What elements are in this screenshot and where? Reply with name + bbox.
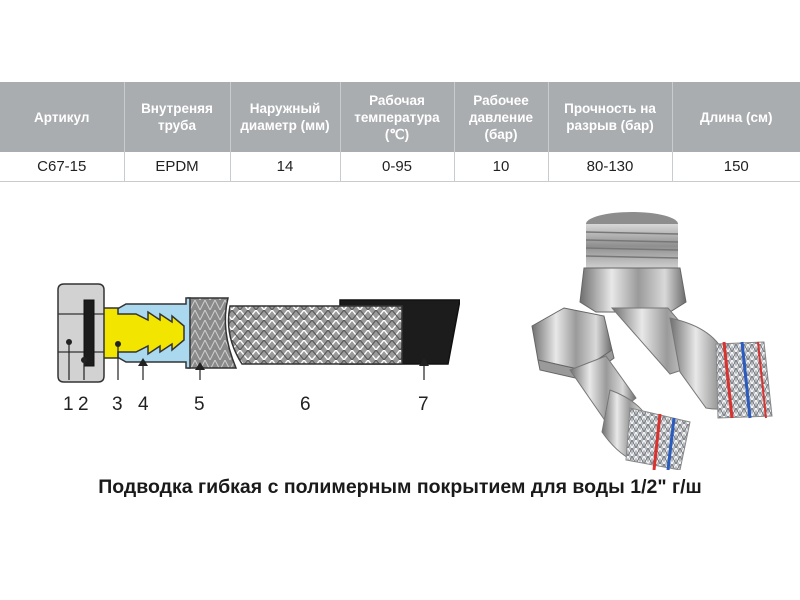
cell-inner-tube: EPDM bbox=[123, 152, 230, 182]
hose-structure-diagram: 1 2 3 4 5 6 7 bbox=[57, 283, 460, 415]
header-inner-tube: Внутреняя труба bbox=[123, 82, 230, 152]
product-photo bbox=[531, 212, 773, 470]
cell-outer-diameter: 14 bbox=[229, 152, 340, 182]
yellow-nipple bbox=[101, 307, 185, 359]
product-caption: Подводка гибкая с полимерным покрытием д… bbox=[98, 476, 702, 498]
cell-length: 150 bbox=[671, 152, 800, 182]
header-working-temperature: Рабочая температура (℃) bbox=[339, 82, 454, 152]
header-burst-strength: Прочность на разрыв (бар) bbox=[547, 82, 672, 152]
callout-2: 2 bbox=[78, 394, 89, 415]
callout-3: 3 bbox=[112, 394, 123, 415]
braided-sheath bbox=[227, 305, 403, 365]
cell-burst-strength: 80-130 bbox=[547, 152, 672, 182]
callout-leaders bbox=[68, 342, 425, 380]
callout-1: 1 bbox=[63, 394, 74, 415]
header-article: Артикул bbox=[0, 82, 124, 152]
table-row: C67-15 EPDM 14 0-95 10 80-130 150 bbox=[0, 152, 800, 182]
cell-working-pressure: 10 bbox=[453, 152, 548, 182]
header-outer-diameter: Наружный диаметр (мм) bbox=[229, 82, 340, 152]
callout-7: 7 bbox=[418, 394, 429, 415]
callout-markers bbox=[66, 339, 429, 370]
gasket bbox=[83, 299, 95, 367]
header-length: Длина (см) bbox=[671, 82, 800, 152]
callout-4: 4 bbox=[138, 394, 149, 415]
female-fitting bbox=[531, 307, 691, 470]
cell-article: C67-15 bbox=[0, 152, 124, 182]
table-header-row: Артикул Внутреняя труба Наружный диаметр… bbox=[0, 82, 800, 152]
cell-working-temperature: 0-95 bbox=[339, 152, 454, 182]
male-fitting bbox=[579, 212, 773, 419]
crimp-sleeve bbox=[187, 297, 238, 369]
callout-6: 6 bbox=[300, 394, 311, 415]
spec-table: Артикул Внутреняя труба Наружный диаметр… bbox=[0, 82, 800, 182]
union-nut bbox=[57, 283, 105, 383]
callout-5: 5 bbox=[194, 394, 205, 415]
header-working-pressure: Рабочее давление (бар) bbox=[453, 82, 548, 152]
